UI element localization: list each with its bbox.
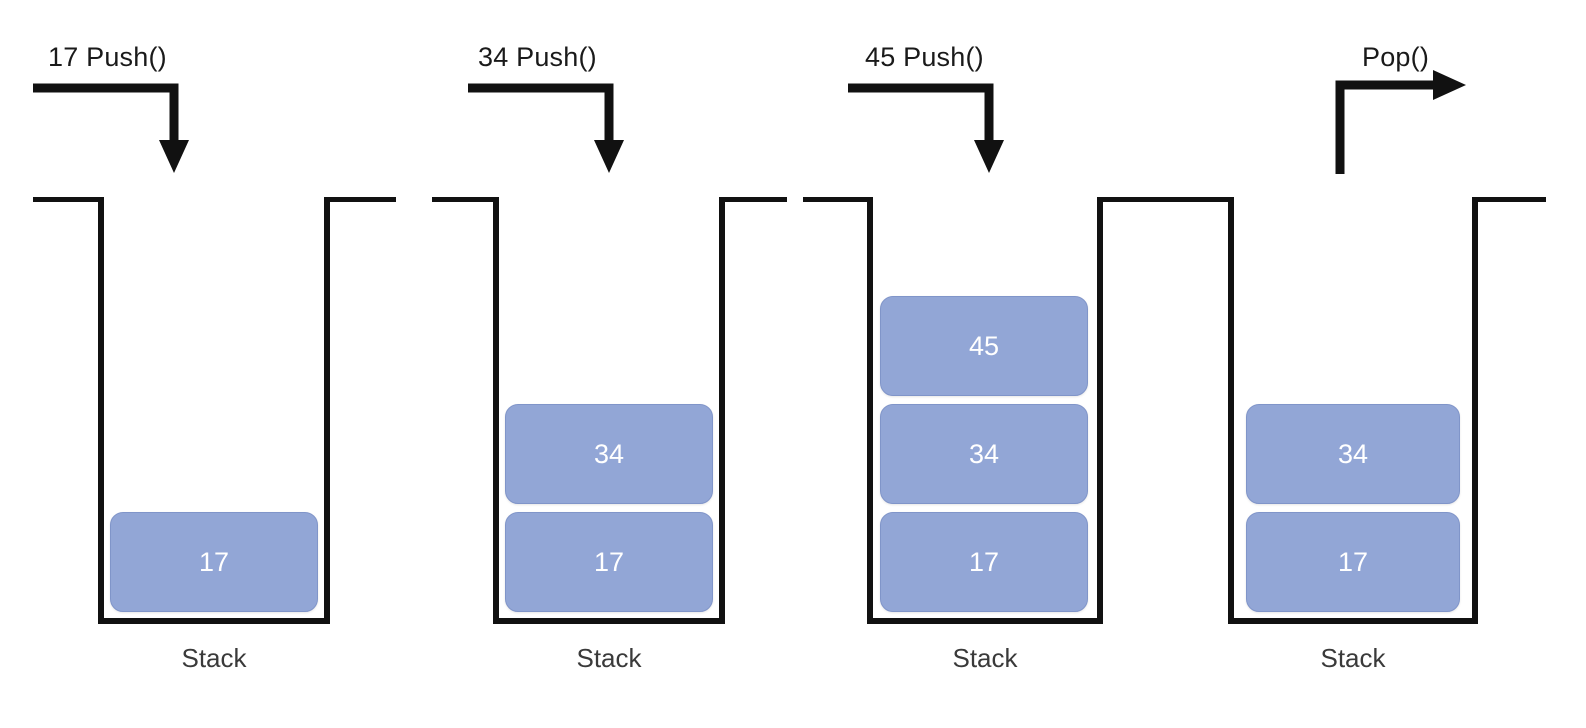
container-lip-left-4 — [1168, 197, 1234, 202]
pop-arrow-4 — [1335, 70, 1466, 174]
operation-label-4: Pop() — [1362, 42, 1430, 72]
stack-caption-2: Stack — [576, 643, 642, 673]
stack-container-3 — [775, 0, 1195, 640]
container-lip-left-3 — [803, 197, 873, 202]
stack-container-2 — [392, 0, 812, 640]
container-lip-left-1 — [33, 197, 104, 202]
container-wall-right-3 — [1097, 197, 1103, 624]
stack-block[interactable]: 17 — [880, 512, 1088, 612]
container-lip-right-2 — [719, 197, 787, 202]
operation-label-1: 17 Push() — [48, 42, 167, 72]
stack-block[interactable]: 34 — [505, 404, 713, 504]
stack-blocks-3: 45 34 17 — [880, 200, 1088, 612]
push-arrow-1 — [33, 83, 189, 173]
container-wall-left-2 — [493, 197, 499, 624]
operation-label-2: 34 Push() — [478, 42, 597, 72]
container-wall-right-2 — [719, 197, 725, 624]
container-wall-right-1 — [324, 197, 330, 624]
stack-caption-3: Stack — [952, 643, 1018, 673]
container-wall-left-1 — [98, 197, 104, 624]
container-wall-left-3 — [867, 197, 873, 624]
stack-container-1 — [0, 0, 420, 640]
container-lip-right-4 — [1472, 197, 1546, 202]
stack-block[interactable]: 45 — [880, 296, 1088, 396]
stack-container-4 — [1166, 0, 1586, 640]
stack-block[interactable]: 34 — [880, 404, 1088, 504]
stack-block[interactable]: 34 — [1246, 404, 1460, 504]
stack-blocks-4: 34 17 — [1246, 200, 1460, 612]
stack-block[interactable]: 17 — [110, 512, 318, 612]
stack-blocks-1: 17 — [110, 200, 318, 612]
push-arrow-3 — [848, 83, 1004, 173]
stack-blocks-2: 34 17 — [505, 200, 713, 612]
container-floor-3 — [867, 618, 1103, 624]
stack-block[interactable]: 17 — [1246, 512, 1460, 612]
container-floor-1 — [98, 618, 330, 624]
container-floor-4 — [1228, 618, 1478, 624]
container-floor-2 — [493, 618, 725, 624]
container-wall-right-4 — [1472, 197, 1478, 624]
stack-block[interactable]: 17 — [505, 512, 713, 612]
container-lip-left-2 — [432, 197, 499, 202]
operation-label-3: 45 Push() — [865, 42, 984, 72]
stack-caption-4: Stack — [1320, 643, 1386, 673]
container-lip-right-3 — [1097, 197, 1169, 202]
container-lip-right-1 — [324, 197, 396, 202]
container-wall-left-4 — [1228, 197, 1234, 624]
push-arrow-2 — [468, 83, 624, 173]
stack-caption-1: Stack — [181, 643, 247, 673]
